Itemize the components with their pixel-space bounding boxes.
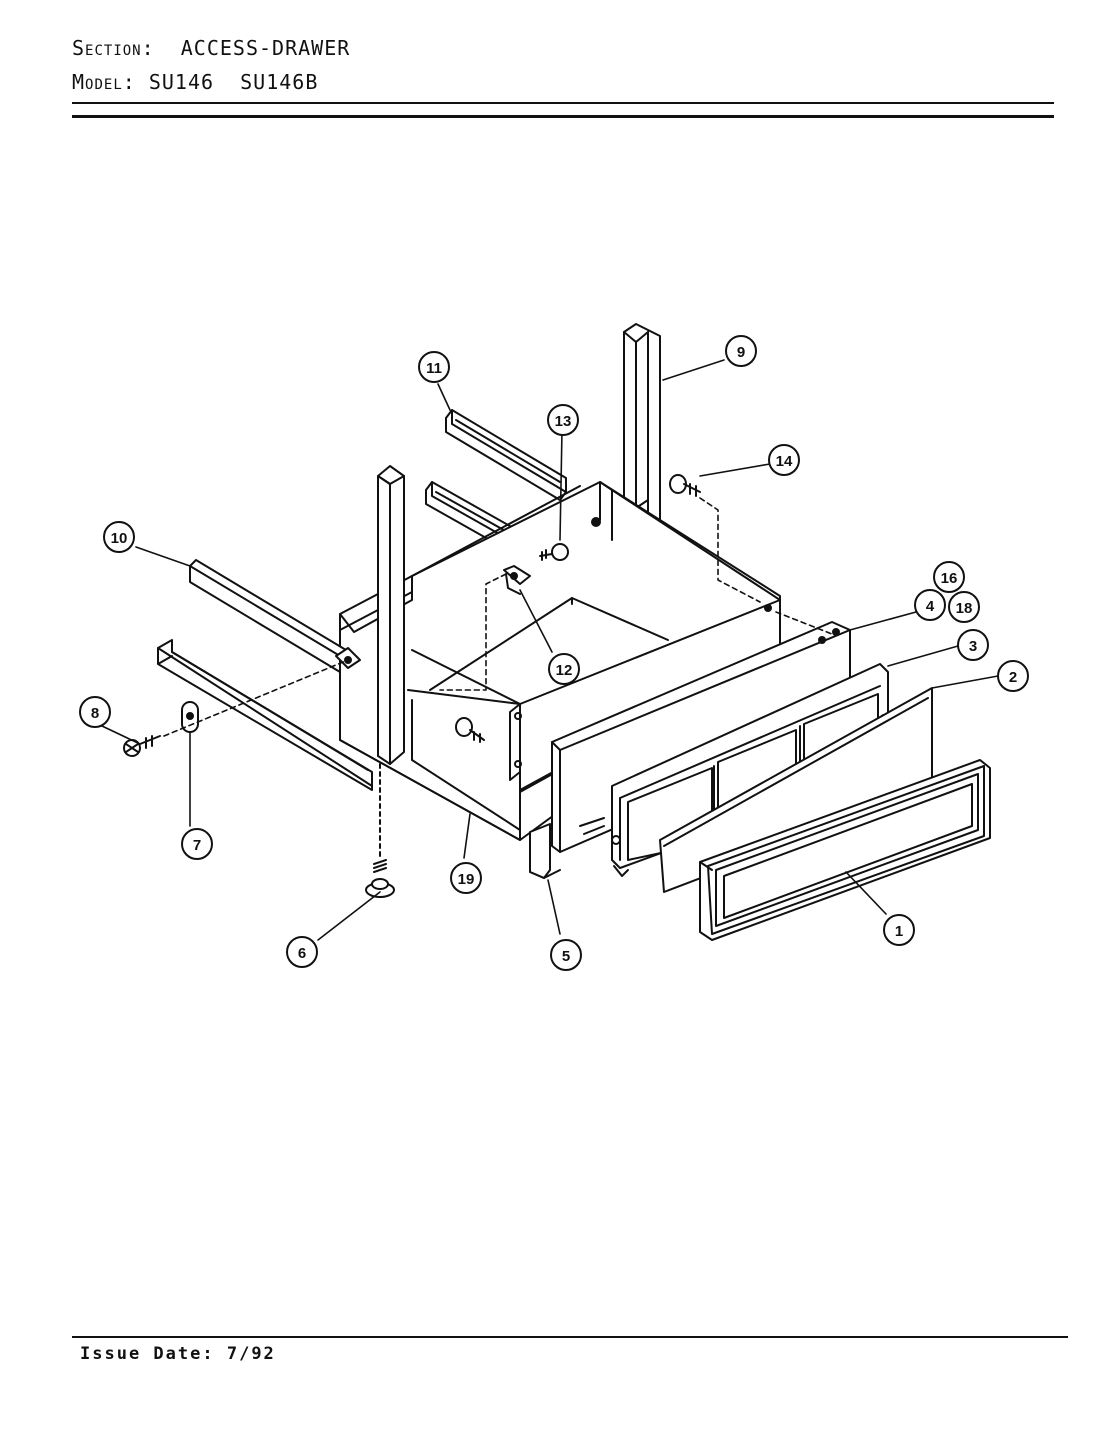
callout-3: 3 bbox=[969, 638, 977, 655]
callout-13: 13 bbox=[555, 413, 572, 430]
left-rail-lower bbox=[157, 639, 373, 791]
callout-10: 10 bbox=[111, 530, 128, 547]
callout-7: 7 bbox=[193, 837, 201, 854]
callout-11: 11 bbox=[426, 360, 442, 377]
callout-circles bbox=[79, 335, 1029, 971]
callout-14: 14 bbox=[776, 453, 793, 470]
section-line: Section: ACCESS-DRAWER bbox=[72, 36, 350, 60]
callout-1: 1 bbox=[895, 923, 903, 940]
screw-14 bbox=[669, 474, 701, 497]
callout-labels: 1 2 3 4 5 6 7 8 9 10 11 12 13 14 16 18 1… bbox=[91, 344, 1017, 965]
glide-bracket bbox=[335, 647, 361, 669]
section-value: ACCESS-DRAWER bbox=[180, 36, 351, 60]
leader-lines bbox=[101, 359, 999, 941]
issue-date: Issue Date: 7/92 bbox=[80, 1344, 276, 1364]
end-cap-5 bbox=[529, 817, 605, 879]
callout-19: 19 bbox=[458, 871, 475, 888]
model-value: SU146 SU146B bbox=[148, 70, 319, 94]
drawer-side-screw bbox=[455, 717, 485, 743]
model-line: Model: SU146 SU146B bbox=[72, 70, 318, 94]
issue-date-value: 7/92 bbox=[226, 1344, 276, 1364]
footer-rule bbox=[72, 1336, 1068, 1338]
section-label: Section: bbox=[72, 36, 155, 60]
screw-13 bbox=[539, 543, 569, 561]
issue-date-label: Issue Date: bbox=[80, 1344, 215, 1364]
callout-12: 12 bbox=[556, 662, 573, 679]
rear-post-right bbox=[623, 323, 661, 523]
left-rail-upper bbox=[189, 559, 347, 673]
bracket-7 bbox=[181, 701, 199, 733]
callout-18: 18 bbox=[956, 600, 973, 617]
callout-16: 16 bbox=[941, 570, 958, 587]
front-post-left bbox=[377, 465, 405, 765]
callout-5: 5 bbox=[562, 948, 570, 965]
callout-9: 9 bbox=[737, 344, 745, 361]
header-rule-top bbox=[72, 102, 1054, 104]
model-label: Model: bbox=[72, 70, 136, 94]
header-rule-bottom bbox=[72, 115, 1054, 118]
callout-4: 4 bbox=[926, 598, 935, 615]
outer-door-trim bbox=[699, 759, 991, 941]
callout-8: 8 bbox=[91, 705, 99, 722]
callout-2: 2 bbox=[1009, 669, 1017, 686]
cam-bracket bbox=[503, 565, 531, 595]
leveling-leg bbox=[365, 763, 395, 898]
callout-6: 6 bbox=[298, 945, 306, 962]
